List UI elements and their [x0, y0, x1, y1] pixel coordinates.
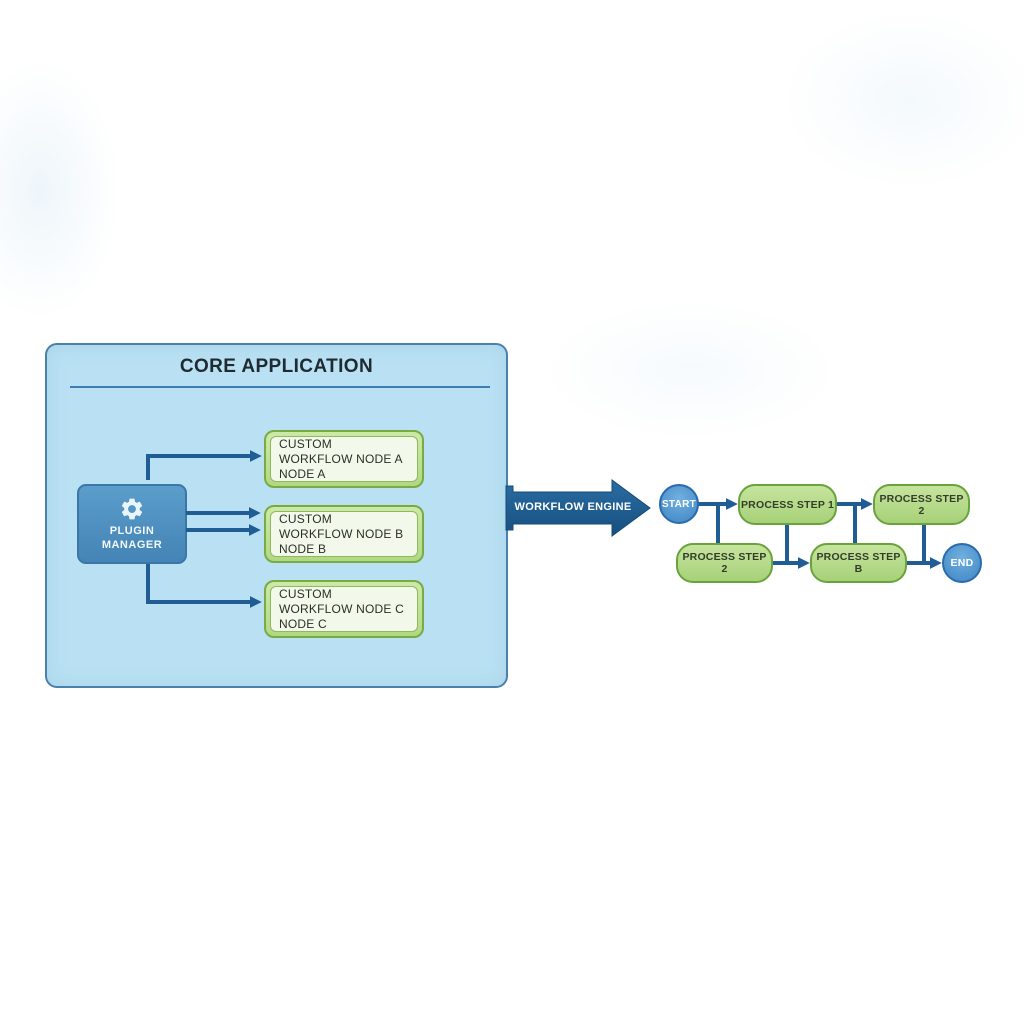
custom-node-a-inner: CUSTOM WORKFLOW NODE A NODE A [270, 436, 418, 482]
custom-node-b-inner: CUSTOM WORKFLOW NODE B NODE B [270, 511, 418, 557]
plugin-manager-label-line2: MANAGER [101, 538, 163, 551]
node-b-line3: NODE B [279, 541, 327, 556]
start-node-label: START [661, 498, 697, 510]
title-divider [70, 386, 490, 388]
background-wisp [540, 300, 840, 440]
workflow-engine-label: WORKFLOW ENGINE [514, 501, 632, 513]
node-b-line1: CUSTOM [279, 511, 332, 526]
custom-node-c-box: CUSTOM WORKFLOW NODE C NODE C [264, 580, 424, 638]
node-c-line2: WORKFLOW NODE C [279, 601, 404, 616]
process-step-2-top-label: PROCESS STEP 2 [879, 492, 964, 517]
background-wisp [780, 10, 1024, 190]
plugin-manager-label: PLUGIN MANAGER [102, 525, 162, 553]
process-step-1-label: PROCESS STEP 1 [740, 498, 835, 511]
custom-node-c-inner: CUSTOM WORKFLOW NODE C NODE C [270, 586, 418, 632]
end-node-label: END [950, 557, 974, 569]
node-a-line1: CUSTOM [279, 436, 332, 451]
background-wisp [0, 60, 120, 320]
node-a-line2: WORKFLOW NODE A [279, 451, 403, 466]
node-b-line2: WORKFLOW NODE B [279, 526, 404, 541]
process-step-2-bottom-box: PROCESS STEP 2 [676, 543, 773, 583]
process-step-b-label: PROCESS STEP B [816, 551, 901, 575]
process-step-1-box: PROCESS STEP 1 [738, 484, 837, 525]
core-application-title: CORE APPLICATION [179, 356, 374, 377]
process-step-2-bottom-label: PROCESS STEP 2 [682, 551, 767, 575]
plugin-manager-label-line1: PLUGIN [109, 524, 155, 537]
core-application-box: CORE APPLICATION PLUGIN MANAGER CUSTOM W… [45, 343, 508, 688]
node-c-line1: CUSTOM [279, 586, 332, 601]
plugin-manager-box: PLUGIN MANAGER [77, 484, 187, 564]
node-a-line3: NODE A [279, 466, 326, 481]
node-c-line3: NODE C [279, 616, 327, 631]
end-node: END [942, 543, 982, 583]
start-node: START [659, 484, 699, 524]
custom-node-a-box: CUSTOM WORKFLOW NODE A NODE A [264, 430, 424, 488]
custom-node-b-box: CUSTOM WORKFLOW NODE B NODE B [264, 505, 424, 563]
gear-icon [121, 498, 143, 520]
process-step-2-top-box: PROCESS STEP 2 [873, 484, 970, 525]
process-step-b-box: PROCESS STEP B [810, 543, 907, 583]
